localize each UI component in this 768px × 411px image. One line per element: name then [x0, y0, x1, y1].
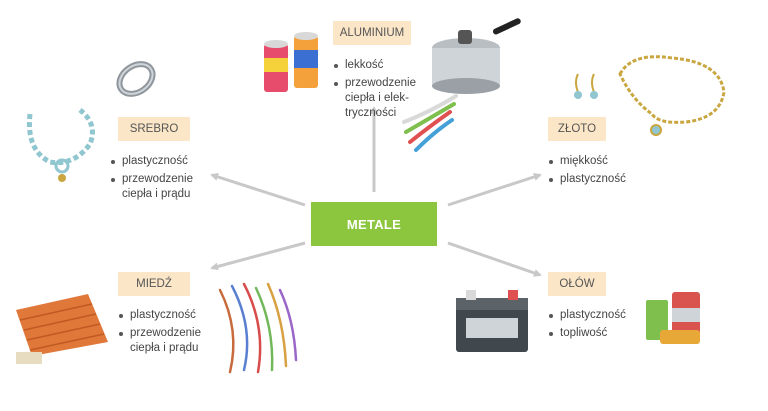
prop-item: lekkość [333, 58, 433, 73]
batteries-icon [646, 292, 700, 344]
gold-earrings-icon [574, 73, 598, 99]
arrow-miedz [210, 241, 306, 271]
silver-ring-icon [116, 61, 156, 97]
props-olow: plastyczność topliwość [548, 308, 648, 344]
prop-item: przewodzenie ciepła i elek-trycz­ności [333, 76, 433, 121]
label-miedz: MIEDŹ [118, 272, 190, 296]
label-srebro: SREBRO [118, 117, 190, 141]
wires-icon [402, 94, 458, 152]
pressure-cooker-icon [432, 18, 521, 94]
arrow-srebro [210, 173, 306, 207]
label-aluminium: ALUMINIUM [333, 21, 411, 45]
props-aluminium: lekkość przewodzenie ciepła i elek-trycz… [333, 58, 433, 124]
props-miedz: plastyczność przewodzenie ciepła i prądu [118, 308, 218, 359]
prop-item: plastyczność [548, 172, 648, 187]
prop-item: plastyczność [118, 308, 218, 323]
label-zloto: ZŁOTO [548, 117, 606, 141]
aluminium-cans-icon [264, 32, 318, 92]
roof-tiles-icon [16, 294, 108, 364]
prop-item: przewodzenie ciepła i prądu [110, 172, 210, 202]
prop-item: plastyczność [548, 308, 648, 323]
prop-item: miękkość [548, 154, 648, 169]
center-node: METALE [311, 202, 437, 246]
gold-necklace-icon [618, 55, 726, 136]
arrow-olow [447, 241, 542, 277]
prop-item: topliwość [548, 326, 648, 341]
prop-item: przewodzenie ciepła i prądu [118, 326, 218, 356]
car-battery-icon [456, 290, 528, 352]
props-srebro: plastyczność przewodzenie ciepła i prądu [110, 154, 210, 205]
label-olow: OŁÓW [548, 272, 606, 296]
silver-bracelet-icon [26, 108, 95, 182]
prop-item: plastyczność [110, 154, 210, 169]
props-zloto: miękkość plastyczność [548, 154, 648, 190]
copper-wires-icon [218, 282, 298, 374]
arrow-zloto [447, 173, 542, 207]
